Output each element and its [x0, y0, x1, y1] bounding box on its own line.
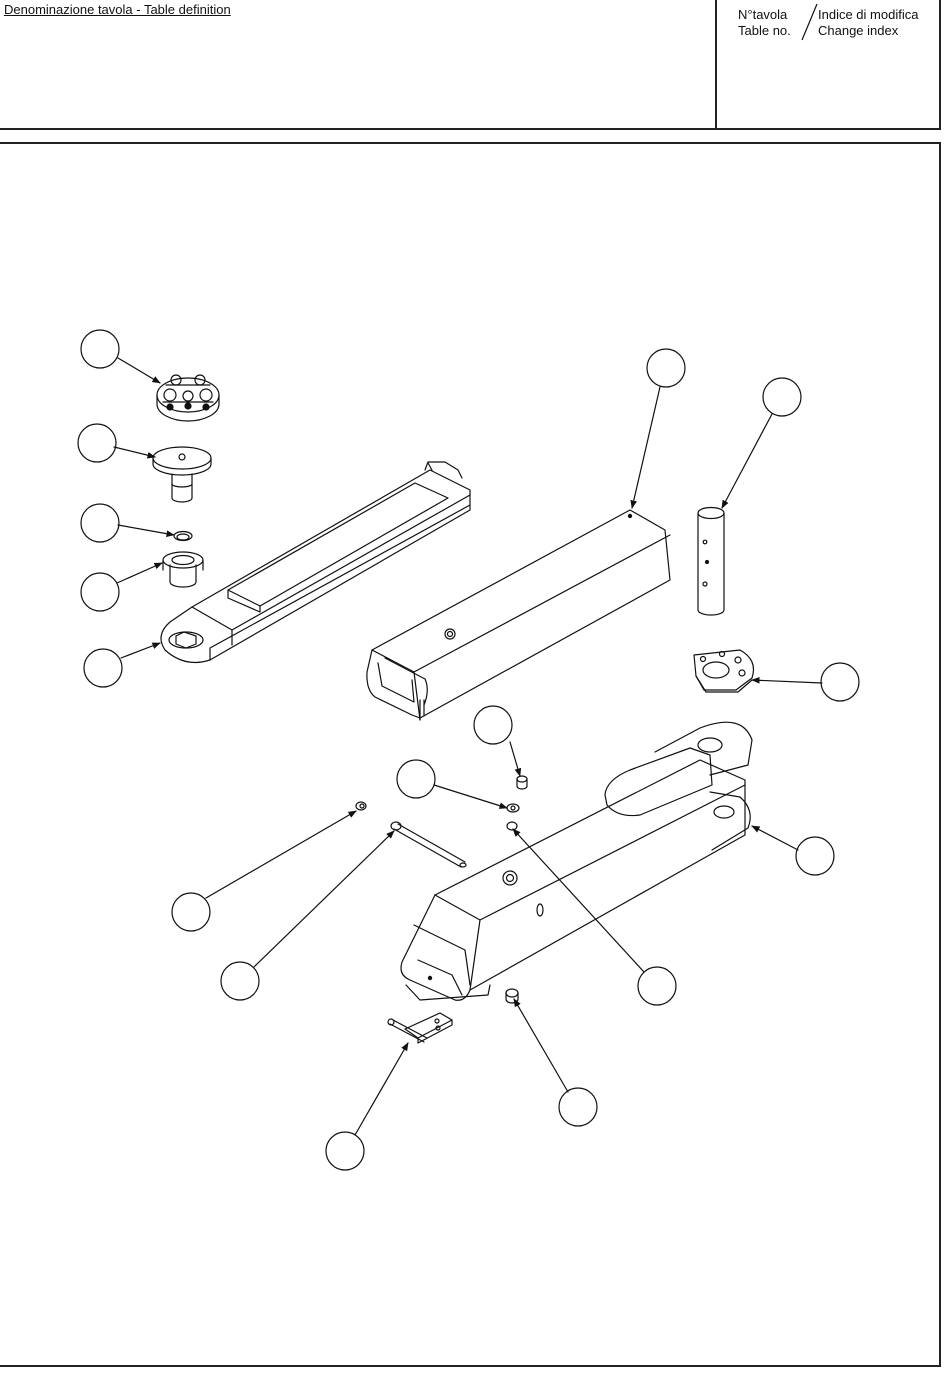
- upper-swing-arm: [161, 462, 470, 662]
- callout-1: [81, 330, 119, 368]
- callout-2: [78, 424, 116, 462]
- callout-7: [763, 378, 801, 416]
- support-disc: [153, 447, 211, 502]
- callout-16: [326, 1132, 364, 1170]
- pivot-flange: [694, 650, 754, 692]
- callout-13: [796, 837, 834, 875]
- callout-9: [474, 706, 512, 744]
- callout-11: [172, 893, 210, 931]
- callout-14: [638, 967, 676, 1005]
- callout-10: [397, 760, 435, 798]
- rubber-pad: [157, 375, 219, 421]
- callout-6: [647, 349, 685, 387]
- callout-bubbles: [78, 330, 859, 1170]
- lower-swing-arm: [401, 722, 752, 1000]
- callout-3: [81, 504, 119, 542]
- bushing: [163, 552, 203, 587]
- callout-15: [559, 1088, 597, 1126]
- extension-beam: [367, 510, 670, 720]
- snap-ring: [174, 532, 192, 541]
- leader-lines: [114, 358, 822, 1135]
- callout-4: [81, 573, 119, 611]
- callout-8: [821, 663, 859, 701]
- pin-shaft: [698, 508, 724, 616]
- callout-5: [84, 649, 122, 687]
- callout-12: [221, 962, 259, 1000]
